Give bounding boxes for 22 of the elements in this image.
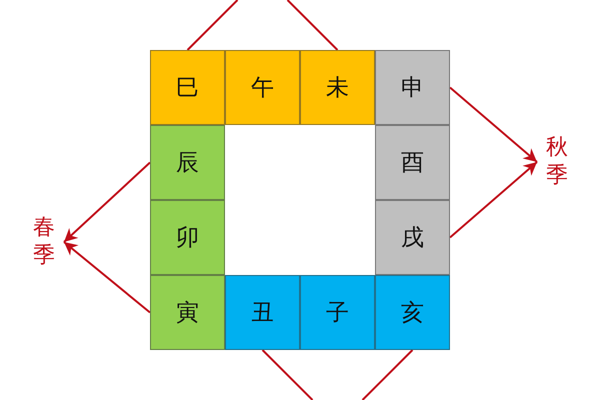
grid-cell: 未 <box>300 50 375 125</box>
grid-cell: 亥 <box>375 275 450 350</box>
grid-cell: 申 <box>375 50 450 125</box>
connector-line <box>362 349 414 400</box>
grid-cell: 卯 <box>150 200 225 275</box>
season-label: 春季 <box>32 214 56 270</box>
arrow <box>449 86 538 163</box>
grid-cell: 辰 <box>150 125 225 200</box>
connector-line <box>186 0 238 51</box>
grid-cell: 酉 <box>375 125 450 200</box>
grid-cell: 巳 <box>150 50 225 125</box>
connector-line <box>262 349 314 400</box>
grid-cell: 丑 <box>225 275 300 350</box>
grid-cell: 子 <box>300 275 375 350</box>
grid-cell: 寅 <box>150 275 225 350</box>
arrow <box>63 162 151 243</box>
arrow <box>449 161 538 238</box>
season-label: 秋季 <box>545 134 569 190</box>
grid-cell: 戌 <box>375 200 450 275</box>
grid-cell: 午 <box>225 50 300 125</box>
connector-line <box>286 0 338 51</box>
arrow <box>63 241 151 314</box>
